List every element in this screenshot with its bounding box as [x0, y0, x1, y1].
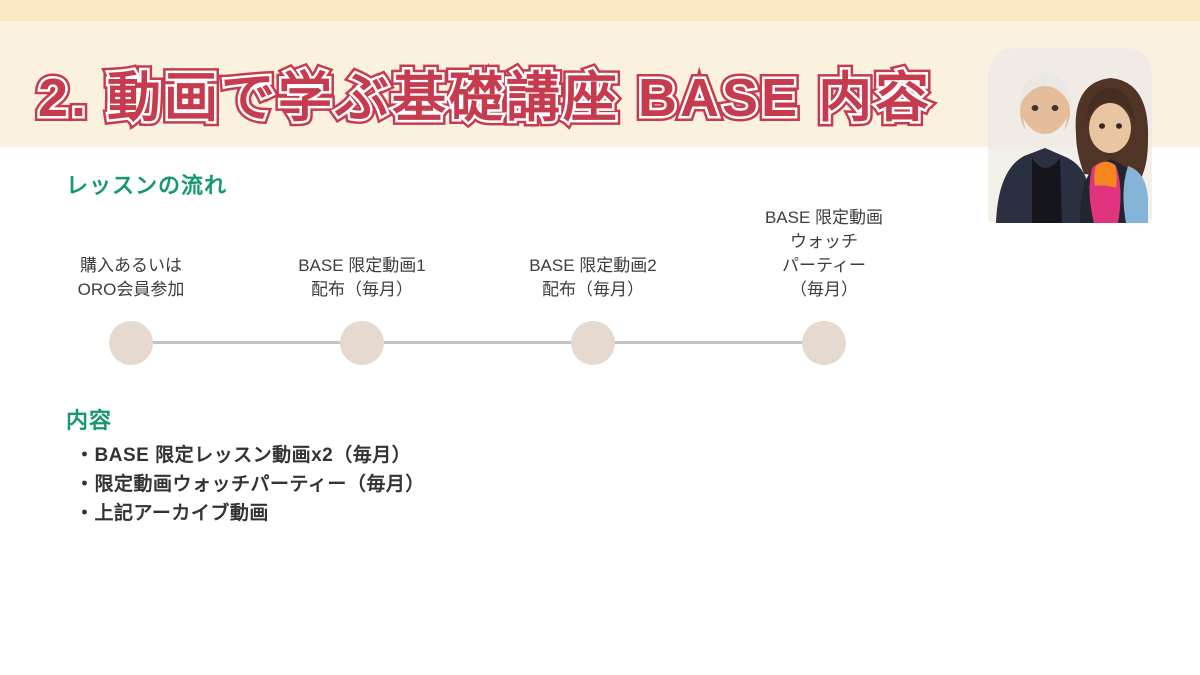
page-title-keyline-layer: 2. 動画で学ぶ基礎講座 BASE 内容 [35, 66, 933, 131]
page-title: 2. 動画で学ぶ基礎講座 BASE 内容 2. 動画で学ぶ基礎講座 BASE 内… [33, 63, 958, 135]
timeline-label-2: BASE 限定動画1 配布（毎月） [298, 256, 426, 299]
section-heading-lesson-flow: レッスンの流れ [66, 173, 228, 198]
timeline-node-2 [340, 321, 384, 365]
page-title-fill-layer: 2. 動画で学ぶ基礎講座 BASE 内容 [38, 68, 933, 128]
timeline-label-3: BASE 限定動画2 配布（毎月） [529, 256, 657, 299]
page-title-outline-layer: 2. 動画で学ぶ基礎講座 BASE 内容 [33, 63, 934, 133]
woman-figure [1075, 78, 1149, 223]
list-item: ・上記アーカイブ動画 [75, 503, 269, 524]
instructors-photo-illustration [988, 48, 1152, 223]
timeline-node-3 [571, 321, 615, 365]
instructors-photo [988, 48, 1152, 223]
man-figure [996, 73, 1090, 223]
contents-list: ・BASE 限定レッスン動画x2（毎月） ・限定動画ウォッチパーティー（毎月） … [75, 441, 675, 528]
list-item: ・限定動画ウォッチパーティー（毎月） [75, 474, 425, 495]
timeline-node-1 [109, 321, 153, 365]
list-item: ・BASE 限定レッスン動画x2（毎月） [75, 445, 412, 466]
top-strip [0, 0, 1200, 21]
timeline-label-4: BASE 限定動画 ウォッチ パーティー （毎月） [764, 208, 884, 299]
timeline-line [131, 341, 824, 344]
section-heading-contents: 内容 [66, 408, 113, 433]
timeline-label-1: 購入あるいは ORO会員参加 [77, 256, 185, 299]
timeline-node-4 [802, 321, 846, 365]
